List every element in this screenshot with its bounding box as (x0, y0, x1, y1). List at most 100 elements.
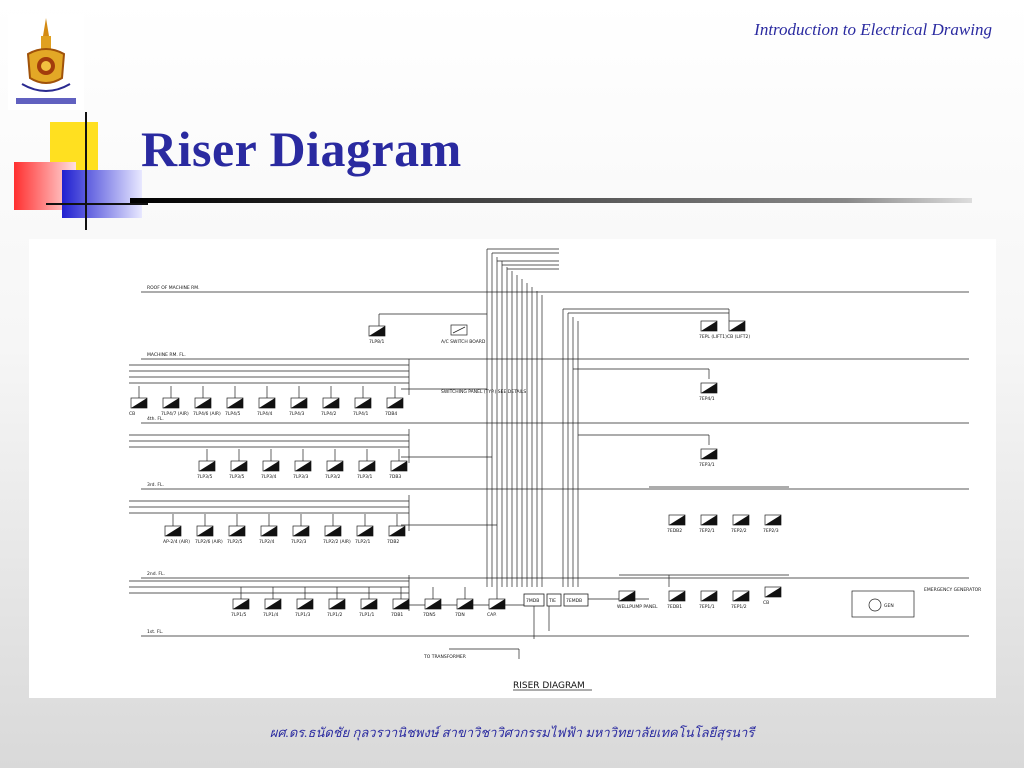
panel-label: 7LP3/2 (325, 474, 340, 480)
panel-fill-mark (425, 599, 441, 609)
panel-label: 7EP2/1 (699, 528, 715, 534)
panel-fill-mark (619, 591, 635, 601)
panel-label: CB (763, 600, 769, 606)
panel-label: 7LP4/1 (353, 411, 368, 417)
panel-fill-mark (733, 515, 749, 525)
panel-label: AP-2/4 (AIR) (163, 539, 190, 545)
panel-label: 7EP1/1 (699, 604, 715, 610)
panel-label: 7LP1/1 (359, 612, 374, 618)
panel-label: 7DB2 (387, 539, 399, 545)
level-label: 4th. FL. (147, 416, 164, 422)
level-label: ROOF OF MACHINE RM. (147, 285, 200, 291)
panel-label: 7DB3 (389, 474, 401, 480)
panel-fill-mark (231, 461, 247, 471)
panel-label: 7LP2/5 (227, 539, 242, 545)
panel-fill-mark (229, 526, 245, 536)
panel-label: 7LP2/6 (AIR) (195, 539, 223, 545)
panel-label: 7DB4 (385, 411, 397, 417)
main-board-label: 7EMDB (566, 598, 582, 604)
generator-label: GEN (884, 603, 894, 609)
panel-fill-mark (391, 461, 407, 471)
panel-label: 7DN5 (423, 612, 436, 618)
panel-label: 7LP3/4 (261, 474, 276, 480)
panel-label: 7DN (455, 612, 465, 618)
panel-fill-mark (199, 461, 215, 471)
level-label: 1st. FL. (147, 629, 163, 635)
diagram-caption: RISER DIAGRAM (513, 681, 585, 691)
panel-label: CB (LIFT2) (727, 334, 750, 340)
main-board-label: 7MDB (526, 598, 539, 604)
main-board-label: TIE (548, 598, 556, 604)
footer-credit: ผศ.ดร.ธนัดชัย กุลวรวานิชพงษ์ สาขาวิชาวิศ… (269, 725, 755, 740)
panel-label: 7LP4/5 (225, 411, 240, 417)
floor4-note: SWITCHING PANEL (TYP.) SEE DETAILS (441, 389, 526, 395)
panel-label: 7LP2/4 (259, 539, 274, 545)
panel-fill-mark (669, 591, 685, 601)
panel-fill-mark (729, 321, 745, 331)
panel-label: 7EDB1 (667, 604, 682, 610)
panel-label: 7EP2/3 (763, 528, 779, 534)
panel-label: A/C SWITCH BOARD (441, 339, 486, 345)
panel-label: 7LP1/2 (327, 612, 342, 618)
panel-fill-mark (701, 449, 717, 459)
panel-fill-mark (261, 526, 277, 536)
panel-fill-mark (355, 398, 371, 408)
title-underline (130, 198, 972, 203)
generator-note: EMERGENCY GENERATOR (924, 587, 981, 593)
panel-fill-mark (457, 599, 473, 609)
panel-label: 7LP3/3 (293, 474, 308, 480)
panel-fill-mark (227, 398, 243, 408)
panel-fill-mark (291, 398, 307, 408)
panel-fill-mark (325, 526, 341, 536)
riser-diagram-drawing: ROOF OF MACHINE RM. MACHINE RM. FL. 4th.… (29, 239, 996, 698)
level-label: MACHINE RM. FL. (147, 352, 186, 358)
panel-fill-mark (701, 321, 717, 331)
panel-fill-mark (165, 526, 181, 536)
panel-fill-mark (765, 587, 781, 597)
panel-label: 7LP2/1 (355, 539, 370, 545)
panel-fill-mark (263, 461, 279, 471)
panel-label: WELLPUMP PANEL (617, 604, 658, 610)
panel-label: 7LP3/5 (197, 474, 212, 480)
panel-label: 7LP3/1 (357, 474, 372, 480)
panel-fill-mark (265, 599, 281, 609)
panel-fill-mark (293, 526, 309, 536)
panel-fill-mark (733, 591, 749, 601)
panel-label: 7DB1 (391, 612, 403, 618)
panel-fill-mark (359, 461, 375, 471)
panel-fill-mark (361, 599, 377, 609)
panel-label: 7LP1/5 (231, 612, 246, 618)
panel-fill-mark (701, 591, 717, 601)
panel-fill-mark (259, 398, 275, 408)
panel-label: 7EDB2 (667, 528, 682, 534)
to-transformer-label: TO TRANSFORMER (423, 654, 466, 660)
decorative-squares (14, 112, 148, 230)
panel-fill-mark (233, 599, 249, 609)
panel-label: CAP. (487, 612, 497, 618)
panel-fill-mark (195, 398, 211, 408)
level-label: 3rd. FL. (147, 482, 164, 488)
panel-fill-mark (701, 515, 717, 525)
panel-label: 7LP8/1 (369, 339, 384, 345)
panel-label: 7LP1/3 (295, 612, 310, 618)
panel-label: 7EP1/2 (731, 604, 747, 610)
panel-label: 7LP4/3 (289, 411, 304, 417)
course-title: Introduction to Electrical Drawing (754, 20, 992, 39)
panel-label: 7EP3/1 (699, 462, 715, 468)
panel-fill-mark (357, 526, 373, 536)
panel-fill-mark (393, 599, 409, 609)
panel-fill-mark (765, 515, 781, 525)
panel-fill-mark (387, 398, 403, 408)
panel-label: 7LP3/5 (229, 474, 244, 480)
panel-label: 7LP4/4 (257, 411, 272, 417)
slide-title: Riser Diagram (141, 121, 462, 177)
panel-label: 7EPL (LIFT1) (699, 334, 727, 340)
panel-fill-mark (701, 383, 717, 393)
panel-label: 7LP2/3 (291, 539, 306, 545)
panel-label: 7LP4/7 (AIR) (161, 411, 189, 417)
panel-label: CB (129, 411, 135, 417)
panel-fill-mark (163, 398, 179, 408)
panel-label: 7LP4/2 (321, 411, 336, 417)
panel-fill-mark (297, 599, 313, 609)
panel-label: 7LP4/6 (AIR) (193, 411, 221, 417)
